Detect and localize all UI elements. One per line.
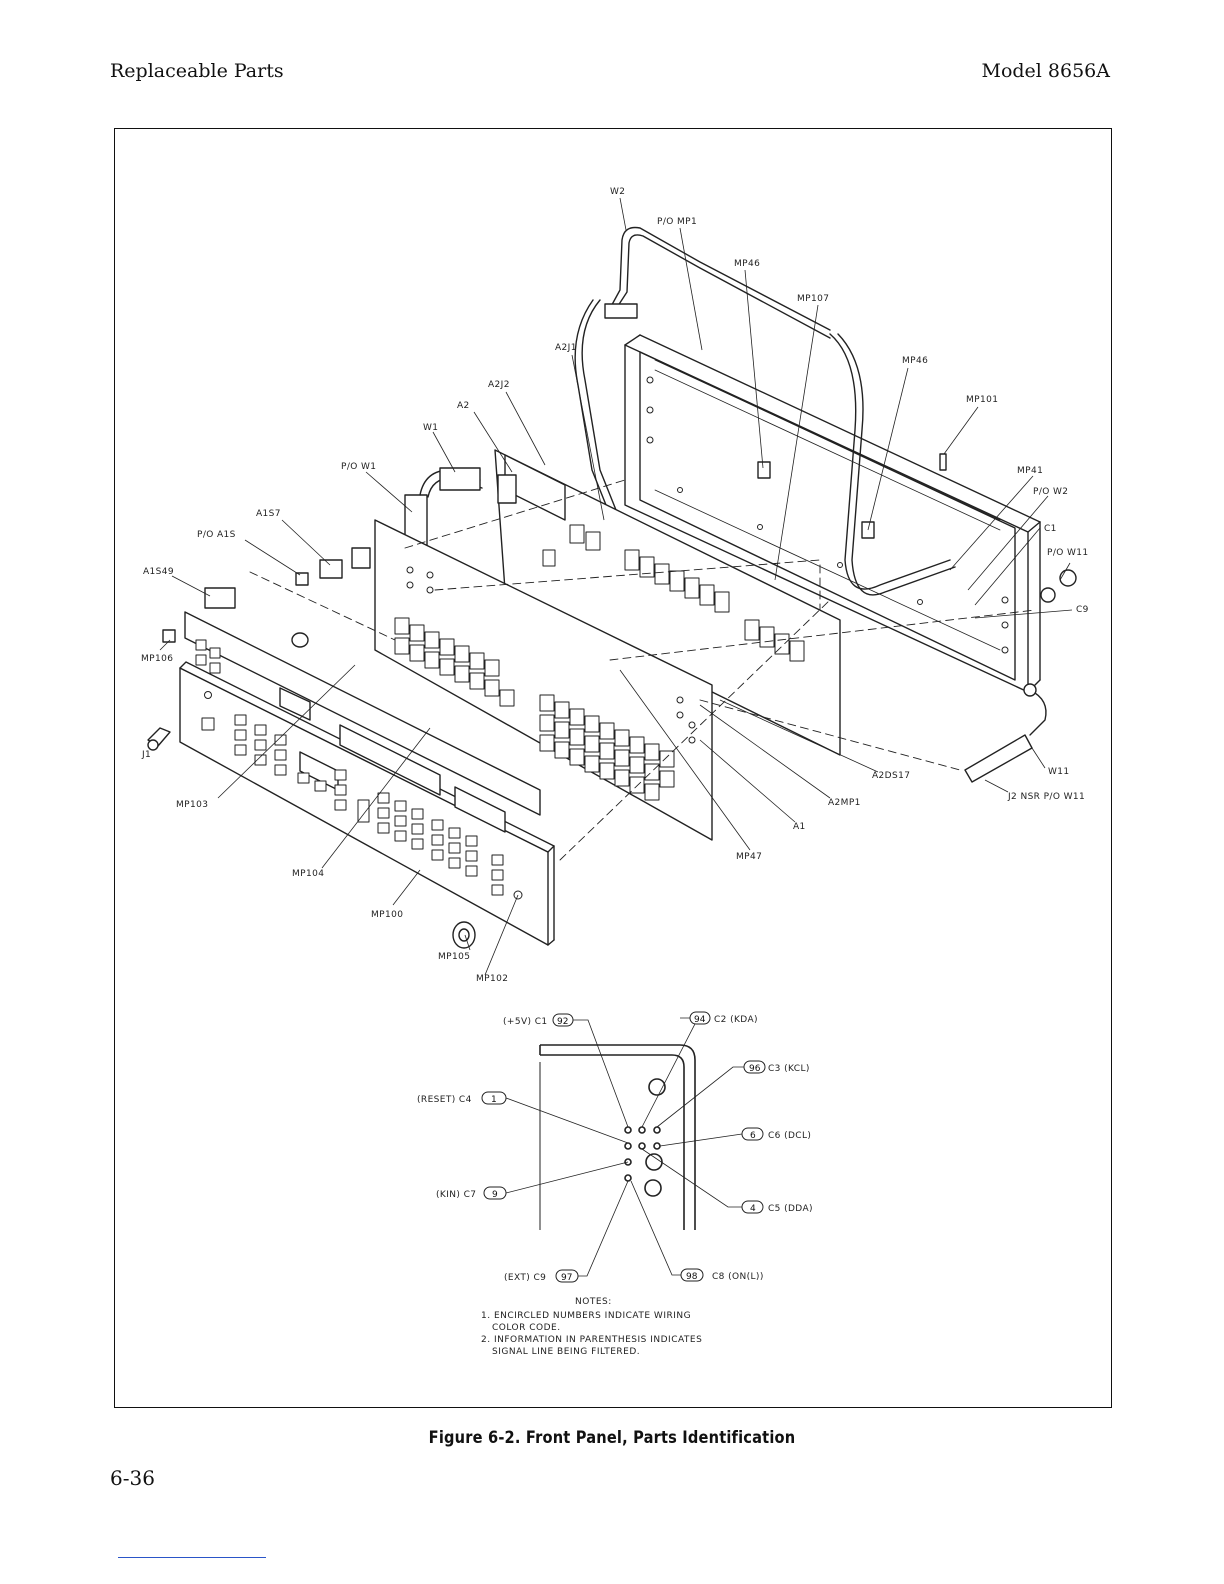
callout-mp46-right: MP46: [902, 356, 928, 366]
callout-po-mp1: P/O MP1: [657, 217, 697, 227]
callout-mp107: MP107: [797, 294, 829, 304]
callout-a2mp1: A2MP1: [828, 798, 861, 808]
inset-c1-code: 92: [557, 1017, 568, 1027]
callout-w2: W2: [610, 187, 625, 197]
callout-mp104: MP104: [292, 869, 324, 879]
a1-board: [374, 519, 713, 841]
callout-a2ds17: A2DS17: [872, 771, 910, 781]
running-header-model: Model 8656A: [981, 60, 1111, 82]
inset-c6-code: 6: [750, 1131, 756, 1141]
callout-po-w2: P/O W2: [1033, 487, 1068, 497]
inset-c7-signal: (KIN) C7: [436, 1190, 476, 1200]
notes-line-1: 1. ENCIRCLED NUMBERS INDICATE WIRING: [481, 1311, 691, 1321]
a2-connector: [497, 454, 566, 521]
callout-mp47: MP47: [736, 852, 762, 862]
callout-po-w11: P/O W11: [1047, 548, 1089, 558]
callout-a2j2: A2J2: [488, 380, 510, 390]
callout-c1: C1: [1044, 524, 1057, 534]
leader-lines: [159, 197, 1073, 976]
inset-c5-signal: C5 (DDA): [768, 1204, 813, 1214]
cable-w1: [404, 467, 483, 551]
alignment-lines: [249, 479, 1036, 861]
callout-mp100: MP100: [371, 910, 403, 920]
callout-mp101: MP101: [966, 395, 998, 405]
figure-frame: [114, 128, 1112, 1408]
callout-mp105: MP105: [438, 952, 470, 962]
inset-c8-code: 98: [686, 1272, 698, 1282]
callout-c9: C9: [1076, 605, 1089, 615]
front-panel-mp100: [179, 661, 555, 946]
callout-po-w1: P/O W1: [341, 462, 376, 472]
callout-mp46-top: MP46: [734, 259, 760, 269]
running-header-section: Replaceable Parts: [110, 60, 284, 82]
callout-w11: W11: [1048, 767, 1070, 777]
inset-c2-code: 94: [694, 1015, 706, 1025]
front-subpanel: [184, 611, 541, 816]
callout-po-a1s: P/O A1S: [197, 530, 236, 540]
callout-labels: W2 P/O MP1 MP46 MP107 A2J1 MP46 A2J2 A2 …: [141, 187, 1089, 984]
filter-capacitor-inset: (+5V) C1 92 94 C2 (KDA) 96 C3 (KCL) (RES…: [417, 1011, 813, 1283]
callout-a1s49: A1S49: [143, 567, 174, 577]
small-parts: [147, 453, 1077, 949]
callout-mp106: MP106: [141, 654, 173, 664]
inset-c4-signal: (RESET) C4: [417, 1095, 472, 1105]
inset-c4-code: 1: [491, 1095, 497, 1105]
callout-a2j1: A2J1: [555, 343, 577, 353]
inset-c1-signal: (+5V) C1: [503, 1017, 548, 1027]
notes-line-2: COLOR CODE.: [492, 1323, 561, 1333]
notes-block: NOTES: 1. ENCIRCLED NUMBERS INDICATE WIR…: [481, 1297, 702, 1357]
inset-c5-code: 4: [750, 1204, 756, 1214]
callout-w1: W1: [423, 423, 438, 433]
callout-a2: A2: [457, 401, 470, 411]
inset-c6-signal: C6 (DCL): [768, 1131, 811, 1141]
footer-rule: [118, 1557, 266, 1558]
page-number: 6-36: [110, 1466, 155, 1490]
inset-c9-signal: (EXT) C9: [504, 1273, 546, 1283]
callout-j2: J2 NSR P/O W11: [1007, 792, 1085, 802]
ribbon-cable-w2: [574, 226, 956, 596]
inset-c7-code: 9: [492, 1190, 498, 1200]
callout-a1: A1: [793, 822, 806, 832]
notes-title: NOTES:: [575, 1297, 612, 1307]
inset-c3-signal: C3 (KCL): [768, 1064, 810, 1074]
notes-line-3: 2. INFORMATION IN PARENTHESIS INDICATES: [481, 1335, 702, 1345]
inset-c9-code: 97: [561, 1273, 572, 1283]
inset-c8-signal: C8 (ON(L)): [712, 1272, 764, 1282]
callout-mp41: MP41: [1017, 466, 1043, 476]
inset-c3-code: 96: [749, 1064, 761, 1074]
callout-a1s7: A1S7: [256, 509, 281, 519]
callout-mp102: MP102: [476, 974, 508, 984]
figure-caption: Figure 6-2. Front Panel, Parts Identific…: [428, 1428, 796, 1448]
inset-c2-signal: C2 (KDA): [714, 1015, 758, 1025]
callout-mp103: MP103: [176, 800, 208, 810]
callout-j1: J1: [141, 750, 151, 760]
notes-line-4: SIGNAL LINE BEING FILTERED.: [492, 1347, 640, 1357]
